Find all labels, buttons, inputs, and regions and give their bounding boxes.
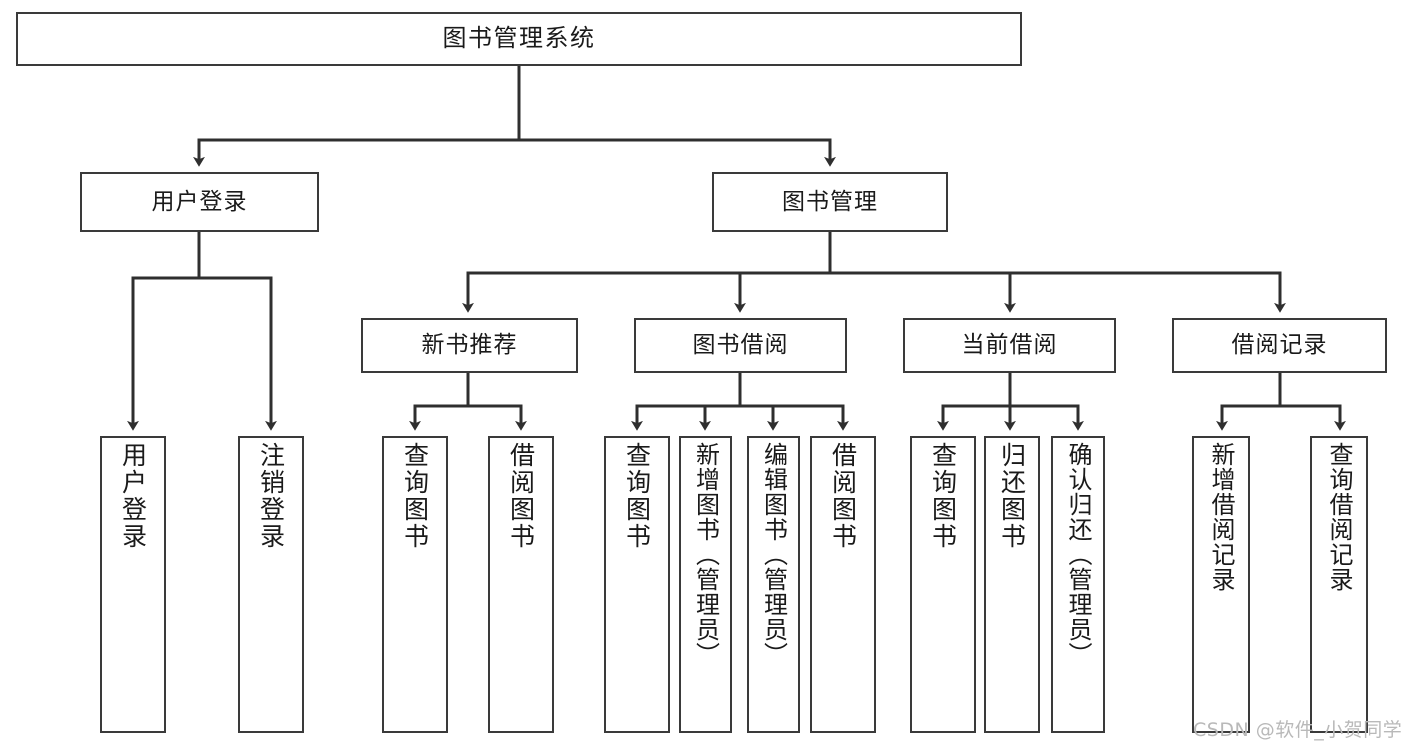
leaf-query-book-1[interactable]: 查询图书 — [382, 436, 448, 733]
node-label: 借阅图书 — [828, 442, 858, 550]
leaf-confirm-return[interactable]: 确认归还（管理员） — [1051, 436, 1105, 733]
node-label: 新增图书（管理员） — [691, 442, 720, 667]
leaf-return-book[interactable]: 归还图书 — [984, 436, 1040, 733]
node-label: 用户登录 — [151, 188, 248, 215]
leaf-borrow-book-1[interactable]: 借阅图书 — [488, 436, 554, 733]
node-label: 借阅记录 — [1231, 332, 1328, 359]
node-label: 新增借阅记录 — [1207, 442, 1235, 592]
node-label: 图书管理系统 — [442, 24, 596, 53]
node-label: 注销登录 — [256, 442, 286, 550]
leaf-add-book[interactable]: 新增图书（管理员） — [679, 436, 732, 733]
node-root-system[interactable]: 图书管理系统 — [16, 12, 1022, 66]
node-new-book-recommend[interactable]: 新书推荐 — [361, 318, 578, 373]
node-book-manage[interactable]: 图书管理 — [712, 172, 948, 232]
node-label: 图书借阅 — [692, 332, 789, 359]
node-book-borrow[interactable]: 图书借阅 — [634, 318, 847, 373]
leaf-add-borrow-record[interactable]: 新增借阅记录 — [1192, 436, 1250, 733]
leaf-query-book-3[interactable]: 查询图书 — [910, 436, 976, 733]
node-label: 查询图书 — [622, 442, 652, 550]
leaf-query-book-2[interactable]: 查询图书 — [604, 436, 670, 733]
node-label: 归还图书 — [997, 442, 1027, 550]
node-label: 图书管理 — [782, 188, 878, 215]
leaf-logout-login[interactable]: 注销登录 — [238, 436, 304, 733]
node-borrow-record[interactable]: 借阅记录 — [1172, 318, 1387, 373]
node-current-borrow[interactable]: 当前借阅 — [903, 318, 1116, 373]
csdn-watermark: CSDN @软件_小贺同学 — [1193, 719, 1403, 741]
node-label: 借阅图书 — [506, 442, 536, 550]
node-label: 当前借阅 — [961, 332, 1058, 359]
node-label: 用户登录 — [118, 442, 148, 550]
node-label: 新书推荐 — [421, 332, 518, 359]
leaf-user-login[interactable]: 用户登录 — [100, 436, 166, 733]
node-label: 查询图书 — [928, 442, 958, 550]
node-label: 确认归还（管理员） — [1064, 442, 1092, 667]
node-label: 编辑图书（管理员） — [759, 442, 788, 667]
node-label: 查询图书 — [400, 442, 430, 550]
leaf-query-borrow-record[interactable]: 查询借阅记录 — [1310, 436, 1368, 733]
leaf-borrow-book-2[interactable]: 借阅图书 — [810, 436, 876, 733]
leaf-edit-book[interactable]: 编辑图书（管理员） — [747, 436, 800, 733]
node-user-login[interactable]: 用户登录 — [80, 172, 319, 232]
node-label: 查询借阅记录 — [1325, 442, 1353, 592]
